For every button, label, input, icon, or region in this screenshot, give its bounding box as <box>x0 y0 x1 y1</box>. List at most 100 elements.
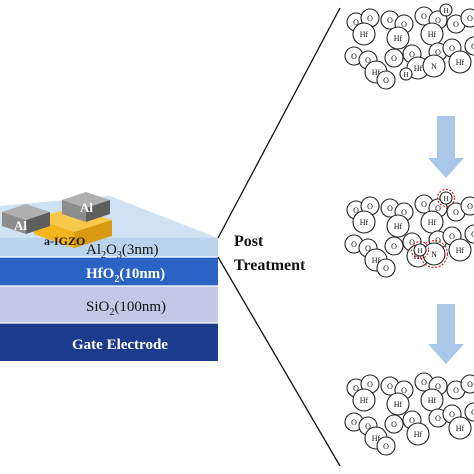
oxygen-atom <box>464 402 474 422</box>
hafnium-atom-label: Hf <box>372 68 381 77</box>
oxygen-atom-label: O <box>409 238 415 247</box>
hafnium-atom-label: Hf <box>414 430 423 439</box>
oxygen-atom-label: O <box>387 382 393 391</box>
hafnium-atom-label: Hf <box>414 64 423 73</box>
oxygen-atom <box>384 236 404 256</box>
oxygen-atom-label: O <box>353 18 359 27</box>
oxygen-atom-label: O <box>383 76 389 85</box>
oxygen-atom-label: O <box>449 44 455 53</box>
igzo-channel-top <box>34 208 112 232</box>
oxygen-atom-label: O <box>471 408 474 417</box>
oxygen-atom-label: O <box>435 48 441 57</box>
oxygen-atom-label: O <box>353 206 359 215</box>
hafnium-atom <box>406 422 430 446</box>
defect-highlight <box>419 239 449 269</box>
hafnium-atom <box>448 416 472 440</box>
hydrogen-atom <box>439 3 453 17</box>
oxygen-atom-label: O <box>467 380 473 389</box>
oxygen-atom-label: O <box>351 52 357 61</box>
al-contact-right-side <box>86 200 110 222</box>
oxygen-atom <box>460 374 474 394</box>
hafnium-atom-label: Hf <box>428 30 437 39</box>
oxygen-atom-label: O <box>401 20 407 29</box>
oxygen-atom-label: O <box>467 14 473 23</box>
oxygen-atom <box>460 196 474 216</box>
hafnium-atom-label: Hf <box>372 434 381 443</box>
al-contact-right-front <box>62 200 86 222</box>
oxygen-atom-label: O <box>391 54 397 63</box>
oxygen-atom-label: O <box>383 264 389 273</box>
oxygen-atom-label: O <box>351 418 357 427</box>
structure-panel-as-deposited: OOHfOOHfOOHfOOOOHfOOHfOOHfOOHNH <box>344 3 474 90</box>
hafnium-atom <box>352 22 376 46</box>
oxygen-atom-label: O <box>367 380 373 389</box>
hafnium-atom-label: Hf <box>372 256 381 265</box>
oxygen-atom <box>376 70 396 90</box>
igzo-channel-right <box>74 220 112 248</box>
oxygen-atom-label: O <box>435 236 441 245</box>
hafnium-atom <box>352 210 376 234</box>
oxygen-atom-label: O <box>435 382 441 391</box>
hydrogen-atom-label: H <box>443 195 448 203</box>
hfo2-layer-label: HfO2(10nm) <box>86 266 165 285</box>
hfo2-layer-side <box>0 257 218 286</box>
oxygen-atom-label: O <box>367 202 373 211</box>
oxygen-atom-label: O <box>409 416 415 425</box>
igzo-label: a-IGZO <box>44 234 85 248</box>
nitrogen-atom-label: N <box>431 62 437 71</box>
hydrogen-atom-label: H <box>443 7 448 15</box>
oxygen-atom-label: O <box>365 56 371 65</box>
structure-panel-intermediate: OOHfOOHfOOHfOOOOHfOOHfOOHfOOHNH <box>344 188 474 278</box>
al-contact-left-front <box>2 212 26 234</box>
process-arrow-top <box>428 116 464 178</box>
arrow-shaft <box>437 116 455 160</box>
oxygen-atom-label: O <box>421 378 427 387</box>
process-arrow-bottom <box>428 304 464 364</box>
connector-line-lower <box>217 256 341 467</box>
oxygen-atom-label: O <box>453 20 459 29</box>
oxygen-atom-label: O <box>449 410 455 419</box>
oxygen-atom-label: O <box>365 422 371 431</box>
oxygen-atom <box>376 258 396 278</box>
oxygen-atom <box>464 224 474 244</box>
hafnium-atom <box>448 238 472 262</box>
hafnium-atom-label: Hf <box>428 396 437 405</box>
hydrogen-atom-label: H <box>417 247 422 255</box>
oxygen-atom-label: O <box>435 414 441 423</box>
hafnium-atom-label: Hf <box>456 246 465 255</box>
oxygen-atom-label: O <box>435 16 441 25</box>
gate-layer-side <box>0 323 218 361</box>
hafnium-atom-label: Hf <box>428 218 437 227</box>
oxygen-atom-label: O <box>353 384 359 393</box>
oxygen-atom-label: O <box>351 240 357 249</box>
oxygen-atom-label: O <box>453 208 459 217</box>
oxygen-atom-label: O <box>391 420 397 429</box>
oxygen-atom-label: O <box>449 232 455 241</box>
al-contact-left-label: Al <box>14 218 27 233</box>
nitrogen-atom <box>422 54 446 78</box>
hafnium-atom-label: Hf <box>394 34 403 43</box>
oxygen-atom <box>460 8 474 28</box>
hydrogen-atom-label: H <box>403 71 408 79</box>
sio2-layer-label: SiO2(100nm) <box>86 299 166 318</box>
hafnium-atom <box>386 392 410 416</box>
oxygen-atom-label: O <box>367 14 373 23</box>
oxygen-atom-label: O <box>409 50 415 59</box>
al-contact-left-side <box>26 212 50 234</box>
hafnium-atom <box>448 50 472 74</box>
defect-highlight <box>436 188 456 208</box>
structure-panel-treated: OOHfOOHfOOHfOOOOHfOOHfOOHfOO <box>344 372 474 456</box>
hydrogen-atom <box>413 243 427 257</box>
sio2-layer-side <box>0 286 218 323</box>
oxygen-atom-label: O <box>365 244 371 253</box>
oxygen-atom-label: O <box>467 202 473 211</box>
nitrogen-atom-label: N <box>431 250 437 259</box>
defect-highlight <box>410 240 430 260</box>
oxygen-atom-label: O <box>421 200 427 209</box>
arrow-shaft <box>437 304 455 346</box>
process-label-treatment: Treatment <box>234 257 306 274</box>
gate-layer-label: Gate Electrode <box>72 337 168 353</box>
al-contact-right-label: Al <box>80 200 93 215</box>
oxygen-atom <box>376 436 396 456</box>
